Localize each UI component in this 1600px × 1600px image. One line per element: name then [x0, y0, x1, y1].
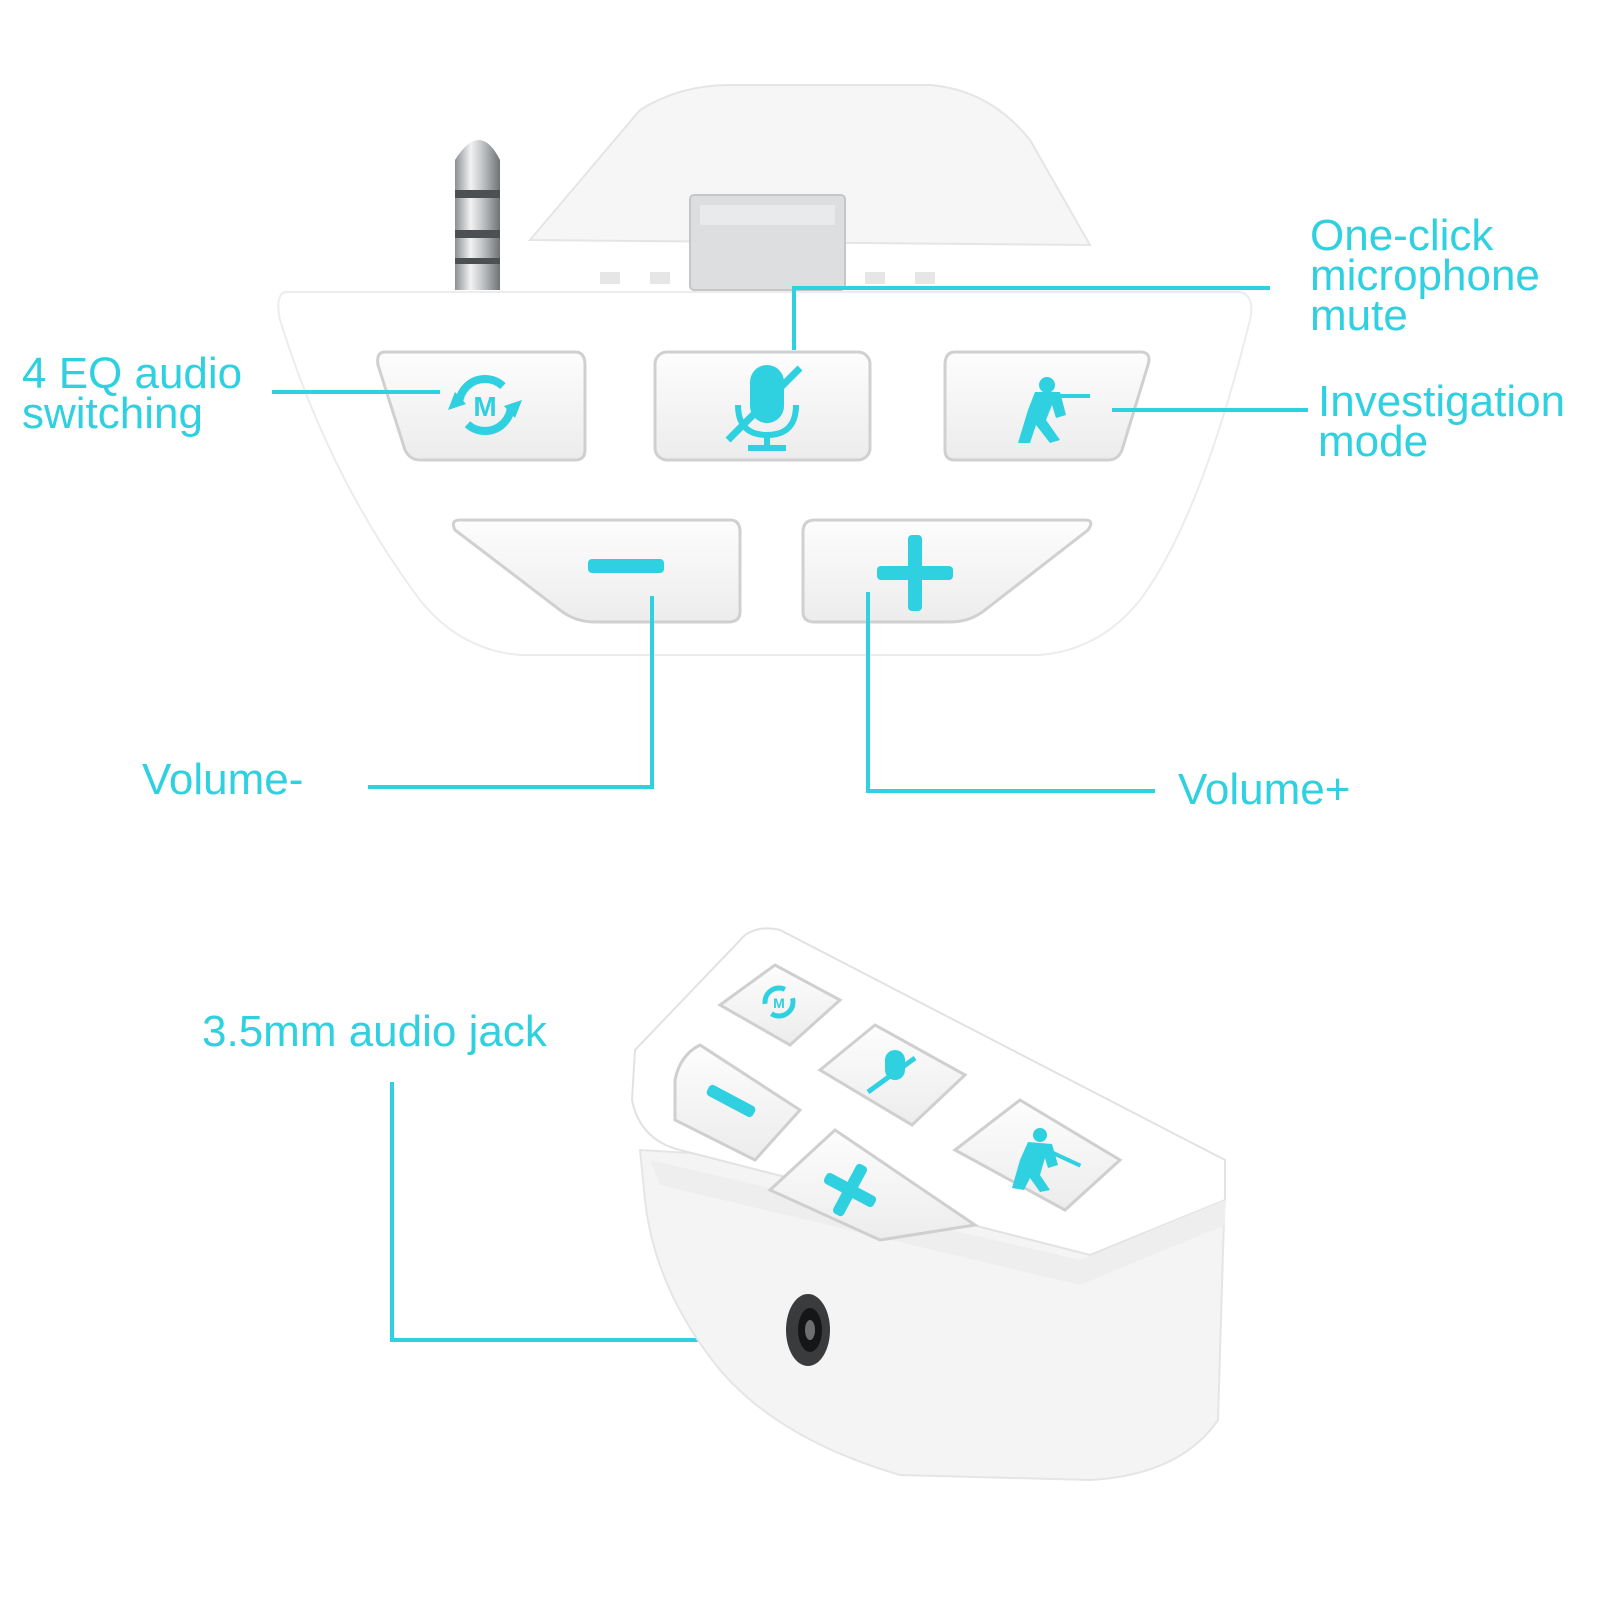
- volume-plus-button-graphic: [801, 518, 1093, 624]
- soldier-icon: [1018, 377, 1090, 443]
- label-volume-plus: Volume+: [1178, 765, 1351, 814]
- volume-minus-button-graphic: [451, 518, 742, 624]
- audio-jack-port: [786, 1294, 830, 1366]
- eq-button-small: M: [717, 963, 843, 1047]
- mic-mute-button-graphic: [653, 350, 872, 462]
- device-main-body: [277, 291, 1253, 656]
- mic-button-small: [817, 1023, 968, 1127]
- label-investigation-mode: Investigation mode: [1318, 377, 1566, 466]
- label-audio-jack: 3.5mm audio jack: [202, 1007, 547, 1056]
- minus-icon: [588, 559, 664, 573]
- top-device: M: [277, 84, 1253, 656]
- svg-text:M: M: [773, 995, 785, 1011]
- device-upper-housing: [527, 84, 1092, 247]
- eq-button-graphic: M: [376, 350, 587, 462]
- investigation-button-graphic: [943, 350, 1151, 462]
- label-mic-mute: One-click microphone mute: [1310, 211, 1540, 340]
- plus-button-small: [767, 1128, 979, 1242]
- minus-button-small: [673, 1043, 803, 1162]
- callout-lines: [272, 286, 1308, 1342]
- soldier-button-small: [952, 1098, 1123, 1212]
- svg-text:M: M: [473, 391, 496, 422]
- eq-m-cycle-icon: M: [448, 375, 522, 435]
- label-volume-minus: Volume-: [142, 755, 304, 804]
- audio-plug: [455, 140, 500, 290]
- bottom-device: M: [630, 927, 1227, 1482]
- plus-icon: [877, 535, 953, 611]
- mic-mute-icon: [725, 365, 803, 451]
- label-eq-switching: 4 EQ audio switching: [22, 349, 243, 438]
